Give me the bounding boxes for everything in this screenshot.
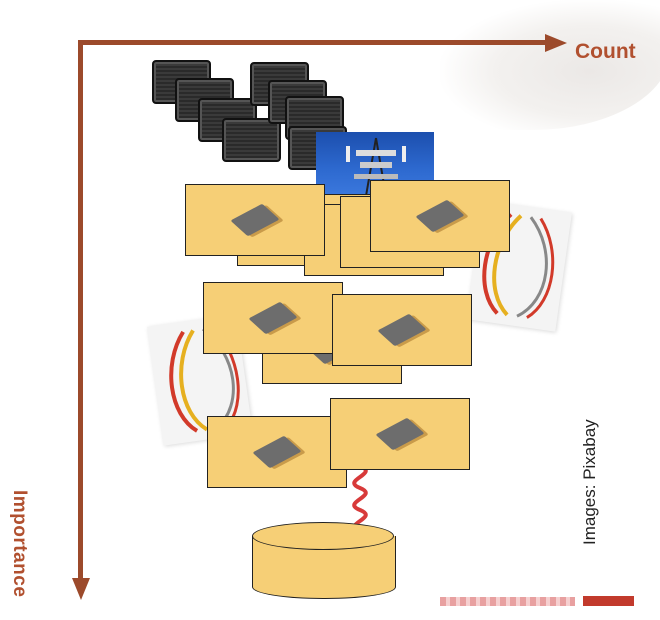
chip-icon — [415, 199, 465, 233]
count-axis-label: Count — [575, 40, 636, 63]
importance-axis-arrowhead — [72, 578, 90, 600]
count-axis-arrowhead — [545, 34, 567, 52]
chip-box — [185, 184, 325, 256]
importance-axis-line — [78, 40, 83, 580]
spring-icon — [352, 466, 368, 534]
chip-icon — [375, 417, 425, 451]
background-texture — [440, 0, 660, 130]
chip-icon — [252, 435, 302, 469]
chip-box — [332, 294, 472, 366]
chip-icon — [248, 301, 298, 335]
importance-axis-label: Importance — [9, 490, 30, 598]
diagram-canvas: Count Importance — [9, 0, 660, 606]
chip-box — [330, 398, 470, 470]
chip-icon — [377, 313, 427, 347]
count-axis-line — [78, 40, 548, 45]
chip-box — [203, 282, 343, 354]
database-cylinder-top — [252, 522, 394, 550]
small-device-image — [222, 118, 281, 162]
logo-block — [583, 596, 634, 606]
chip-box — [370, 180, 510, 252]
logo-fragment — [440, 597, 575, 606]
image-credit: Images: Pixabay — [580, 419, 599, 545]
chip-box — [207, 416, 347, 488]
chip-icon — [230, 203, 280, 237]
